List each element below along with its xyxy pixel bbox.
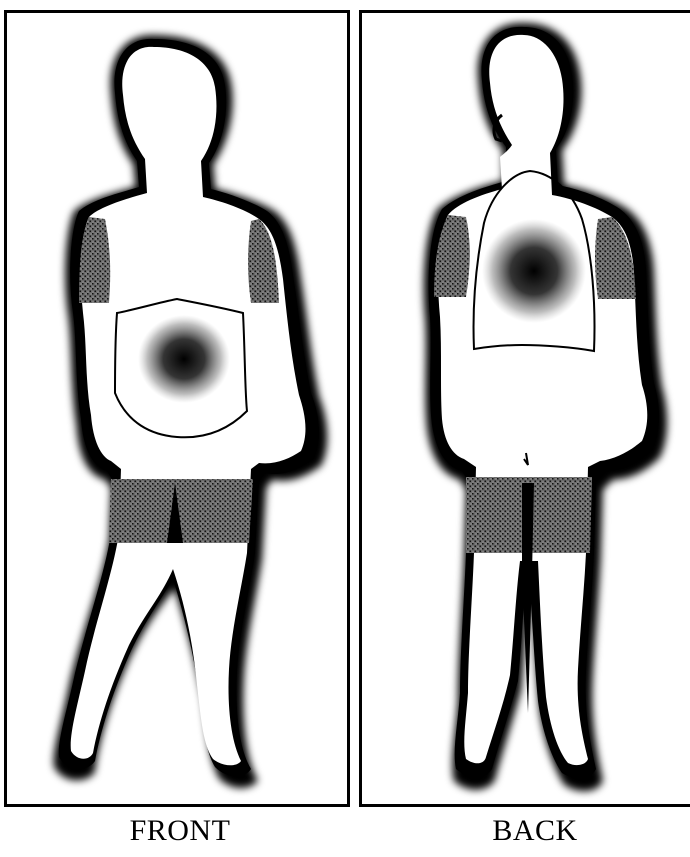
back-figure-diagram: [362, 13, 690, 804]
front-figure-body: [71, 47, 306, 765]
back-pain-focus: [482, 219, 586, 323]
front-pain-focus: [138, 315, 230, 403]
back-view-panel: [359, 10, 690, 807]
back-caption: BACK: [470, 814, 600, 848]
front-view-panel: [4, 10, 350, 807]
front-figure-diagram: [7, 13, 347, 804]
front-caption: FRONT: [100, 814, 260, 848]
